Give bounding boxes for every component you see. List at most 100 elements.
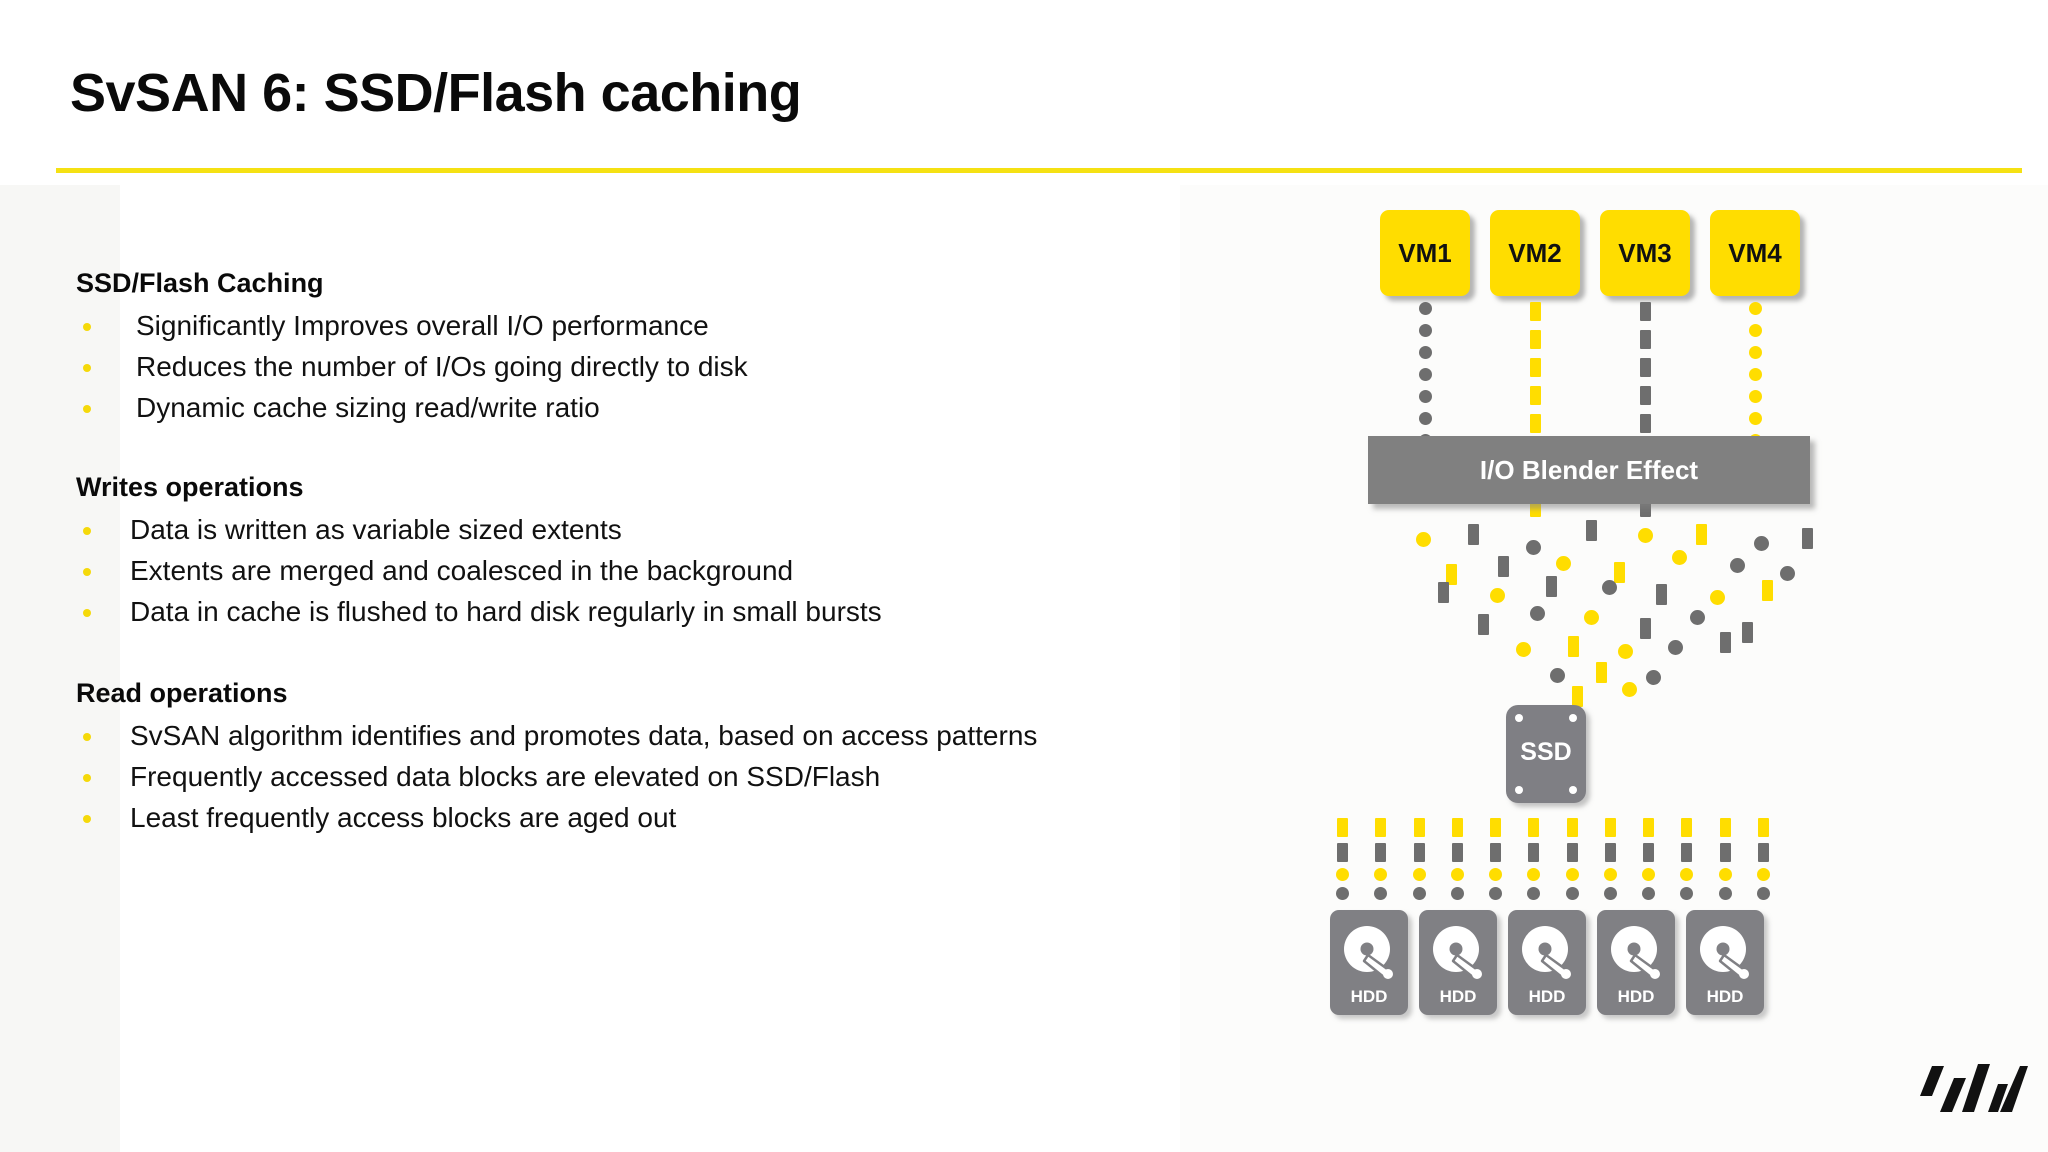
io-packet (1565, 868, 1579, 881)
io-packet (1489, 868, 1503, 881)
io-packet (1498, 556, 1509, 577)
io-packet (1748, 412, 1762, 425)
io-packet (1614, 562, 1625, 583)
io-packet (1720, 632, 1731, 653)
hdd-label: HDD (1350, 987, 1388, 1006)
io-packet (1643, 818, 1655, 837)
io-packet (1762, 580, 1773, 601)
io-packet (1748, 368, 1762, 381)
io-packet (1754, 536, 1769, 551)
bullet-text: Dynamic cache sizing read/write ratio (136, 391, 600, 423)
io-packet (1680, 887, 1694, 900)
content-block-writes-operations: Writes operations Data is written as var… (76, 472, 882, 632)
flush-io-column (1489, 818, 1503, 900)
list-item: Significantly Improves overall I/O perfo… (76, 305, 748, 346)
vm-box: VM4 (1710, 210, 1800, 296)
io-packet (1529, 358, 1541, 377)
vm-box: VM1 (1380, 210, 1470, 296)
vm-row: VM1 VM2 VM3 VM4 (1380, 210, 1800, 296)
io-packet (1336, 887, 1349, 900)
io-packet (1490, 843, 1502, 862)
io-packet (1446, 564, 1457, 585)
io-packet (1757, 818, 1769, 837)
bullet-text: Significantly Improves overall I/O perfo… (136, 309, 709, 341)
io-packet (1596, 662, 1607, 683)
io-packet (1546, 576, 1557, 597)
io-packet (1696, 524, 1707, 545)
io-packet (1438, 582, 1449, 603)
io-packet (1603, 868, 1617, 881)
hdd-label: HDD (1617, 987, 1655, 1006)
io-packet (1656, 584, 1667, 605)
io-packet (1642, 868, 1656, 881)
io-packet (1718, 868, 1732, 881)
screw-icon (1569, 714, 1577, 722)
io-packet (1780, 566, 1795, 581)
io-packet (1584, 610, 1599, 625)
stormagic-slash-logo (1918, 1058, 2028, 1120)
vm-box: VM3 (1600, 210, 1690, 296)
flush-io-grid (1336, 818, 1770, 900)
io-packet (1748, 390, 1762, 403)
io-packet (1412, 887, 1426, 900)
io-packet (1527, 868, 1541, 881)
io-packet (1604, 843, 1616, 862)
io-packet (1718, 887, 1732, 900)
page-title: SvSAN 6: SSD/Flash caching (70, 63, 802, 123)
io-packet (1529, 414, 1541, 433)
bullet-text: Data in cache is flushed to hard disk re… (130, 595, 882, 627)
io-packet (1643, 843, 1655, 862)
vm-box: VM2 (1490, 210, 1580, 296)
io-packet (1748, 302, 1762, 315)
title-underline-rule (56, 168, 2022, 173)
bullet-dot-icon (83, 527, 91, 535)
hdd-device: HDD (1419, 910, 1497, 1015)
io-blender-bar: I/O Blender Effect (1368, 436, 1810, 504)
io-packet (1602, 580, 1617, 595)
list-item: SvSAN algorithm identifies and promotes … (76, 715, 1037, 756)
bullet-dot-icon (83, 323, 91, 331)
io-packet (1639, 358, 1651, 377)
io-packet (1530, 606, 1545, 621)
io-packet (1375, 843, 1387, 862)
io-packet (1375, 818, 1387, 837)
io-packet (1586, 520, 1597, 541)
io-packet (1374, 887, 1388, 900)
io-packet (1337, 818, 1348, 837)
io-packet (1526, 540, 1541, 555)
io-packet (1802, 528, 1813, 549)
content-column: SSD/Flash Caching Significantly Improves… (76, 268, 1037, 838)
hdd-device: HDD (1597, 910, 1675, 1015)
io-packet (1451, 818, 1463, 837)
io-packet (1681, 818, 1693, 837)
io-packet (1451, 843, 1463, 862)
block-heading: SSD/Flash Caching (76, 268, 324, 298)
io-packet (1418, 390, 1432, 403)
io-packet (1450, 887, 1464, 900)
io-packet (1418, 324, 1432, 337)
screw-icon (1569, 786, 1577, 794)
io-packet (1668, 640, 1683, 655)
io-packet (1618, 644, 1633, 659)
bullet-text: SvSAN algorithm identifies and promotes … (130, 719, 1038, 751)
io-packet (1565, 887, 1579, 900)
io-packet (1639, 414, 1651, 433)
ssd-label: SSD (1520, 738, 1572, 766)
bullet-text: Least frequently access blocks are aged … (130, 801, 677, 833)
flush-io-column (1374, 818, 1388, 900)
bullet-dot-icon (83, 815, 91, 823)
io-packet (1418, 302, 1432, 315)
hard-disk-icon (1605, 922, 1667, 989)
io-packet (1756, 868, 1770, 881)
io-packet (1489, 887, 1503, 900)
io-packet (1680, 868, 1694, 881)
io-packet (1639, 302, 1651, 321)
io-packet (1450, 868, 1464, 881)
io-packet (1527, 887, 1541, 900)
flush-io-column (1718, 818, 1732, 900)
io-packet (1556, 556, 1571, 571)
block-heading: Read operations (76, 678, 288, 708)
screw-icon (1515, 714, 1523, 722)
list-item: Least frequently access blocks are aged … (76, 797, 1037, 838)
